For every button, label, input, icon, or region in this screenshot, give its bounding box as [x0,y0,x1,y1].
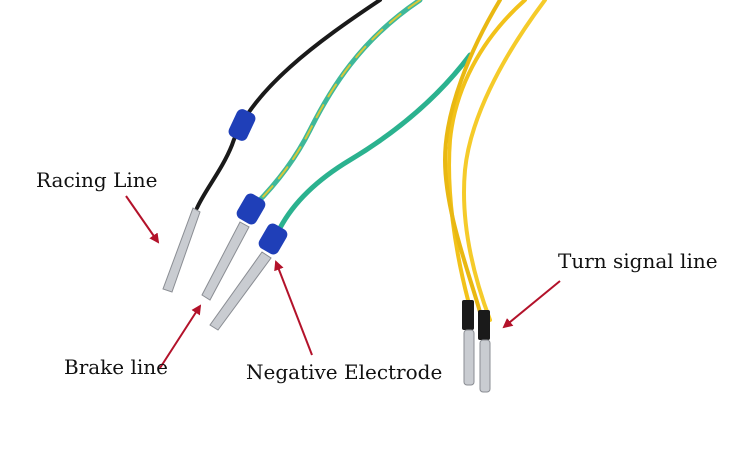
arrow-brake-line [159,304,202,369]
green-wire [277,52,473,231]
terminal-yellow-1 [463,329,475,386]
blue-seal-black [228,109,256,141]
sleeve-yellow-1 [462,300,474,330]
label-turn-signal-line: Turn signal line [558,249,718,273]
label-brake-line: Brake line [64,355,169,379]
sleeve-yellow-2 [478,310,490,340]
terminal-negative [209,251,272,331]
label-negative-electrode: Negative Electrode [246,360,443,384]
label-racing-line: Racing Line [36,168,158,192]
blue-seal-brake [236,193,266,225]
yellow-wire-2 [442,0,502,314]
black-wire [195,0,382,210]
arrow-racing-line [125,195,160,244]
arrow-turn-signal-line [502,280,561,329]
blue-seal-negative [258,223,288,255]
yellow-wire-3 [462,0,547,322]
terminal-brake [201,221,250,301]
terminal-racing [162,207,201,293]
arrow-negative-electrode [274,260,313,356]
green-yellow-wire-stripe [254,0,421,206]
terminal-yellow-2 [479,339,491,393]
yellow-wire-1 [447,0,527,302]
